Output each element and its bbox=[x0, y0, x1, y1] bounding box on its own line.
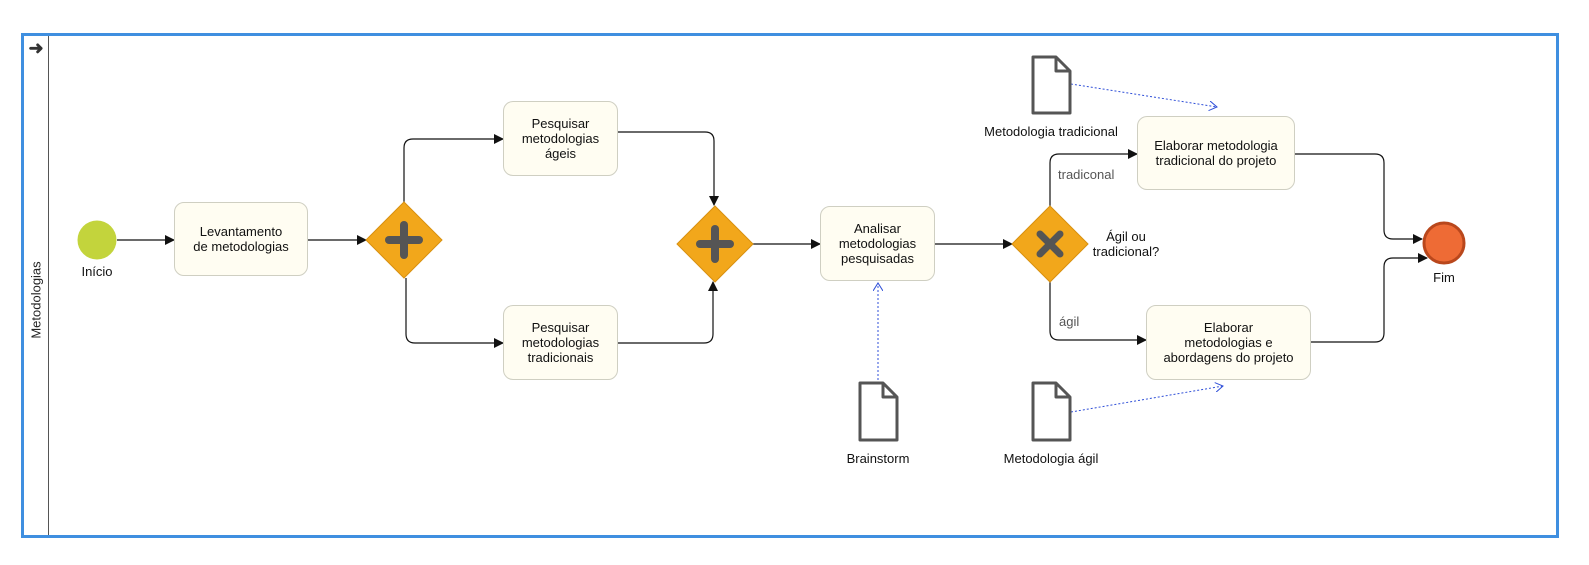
document-icon[interactable] bbox=[1031, 55, 1072, 115]
doc-label-brainstorm: Brainstorm bbox=[846, 451, 910, 466]
association-tradicional-doc[interactable] bbox=[1070, 83, 1217, 107]
end-event[interactable] bbox=[1422, 221, 1466, 265]
arrow-right-icon[interactable]: ➜ bbox=[28, 38, 44, 58]
association-agil-doc[interactable] bbox=[1070, 386, 1223, 413]
flow-split-to-ageis[interactable] bbox=[403, 134, 504, 202]
start-event[interactable] bbox=[77, 220, 117, 260]
task-pesquisar-ageis[interactable]: Pesquisar metodologias ágeis bbox=[503, 101, 618, 176]
document-icon[interactable] bbox=[858, 381, 899, 442]
task-elaborar-tradicional[interactable]: Elaborar metodologia tradicional do proj… bbox=[1137, 116, 1295, 190]
task-pesquisar-tradicionais[interactable]: Pesquisar metodologias tradicionais bbox=[503, 305, 618, 380]
flow-label-agil: ágil bbox=[1059, 314, 1080, 329]
flow-ageis-to-join[interactable] bbox=[618, 131, 719, 206]
parallel-gateway-split[interactable] bbox=[365, 201, 443, 279]
flow-decision-to-agil[interactable] bbox=[1049, 282, 1147, 345]
task-levantamento[interactable]: Levantamento de metodologias bbox=[174, 202, 308, 276]
task-analisar[interactable]: Analisar metodologias pesquisadas bbox=[820, 206, 935, 281]
flow-agil-to-end[interactable] bbox=[1311, 253, 1428, 343]
document-icon[interactable] bbox=[1031, 381, 1072, 442]
flow-decision-to-tradicional[interactable] bbox=[1049, 149, 1138, 206]
plus-icon bbox=[385, 221, 423, 259]
flow-tradicionais-to-join[interactable] bbox=[618, 281, 718, 344]
end-event-label: Fim bbox=[1433, 270, 1455, 285]
doc-label-agil: Metodologia ágil bbox=[1003, 451, 1099, 466]
plus-icon bbox=[696, 225, 734, 263]
x-icon bbox=[1036, 230, 1064, 258]
lane-header bbox=[24, 36, 49, 535]
start-event-label: Início bbox=[81, 264, 113, 279]
flow-split-to-tradicionais[interactable] bbox=[405, 278, 504, 348]
decision-label: Ágil ou tradicional? bbox=[1092, 229, 1160, 259]
pool bbox=[21, 33, 1559, 538]
doc-label-tradicional: Metodologia tradicional bbox=[984, 124, 1118, 139]
exclusive-gateway[interactable] bbox=[1011, 205, 1089, 283]
flow-label-tradicional: tradiconal bbox=[1058, 167, 1115, 182]
task-elaborar-agil[interactable]: Elaborar metodologias e abordagens do pr… bbox=[1146, 305, 1311, 380]
parallel-gateway-join[interactable] bbox=[676, 205, 754, 283]
flow-tradicional-to-end[interactable] bbox=[1295, 153, 1423, 244]
